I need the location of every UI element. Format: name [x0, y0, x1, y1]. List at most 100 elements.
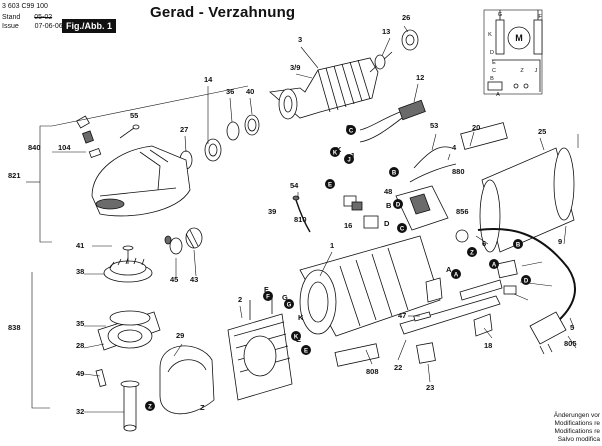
- stand-value: 05-02: [34, 14, 53, 21]
- schematic-label: C: [492, 68, 496, 74]
- letter-marker-label: K: [333, 151, 338, 157]
- part-number-label: 12: [416, 73, 424, 82]
- letter-marker-circle: [263, 291, 273, 301]
- part-number-label: 3: [298, 35, 302, 44]
- letter-marker-circle: [301, 345, 311, 355]
- part-number-label: 54: [290, 181, 299, 190]
- part-number-label: G: [282, 293, 288, 302]
- part-number-label: 45: [170, 275, 178, 284]
- part-number-label: 810: [294, 215, 307, 224]
- letter-marker-label: J: [347, 158, 350, 164]
- part-number-label: 14: [204, 75, 213, 84]
- part-number-label: 3/9: [290, 63, 300, 72]
- part-number-label: 18: [484, 341, 492, 350]
- spindle-32-drawing: [95, 369, 140, 432]
- armature-drawing: [269, 51, 393, 120]
- bearing-flange-28-drawing: [97, 310, 161, 351]
- letter-marker-circle: [467, 247, 477, 257]
- letter-marker-label: F: [266, 295, 270, 301]
- part-number-label: 27: [180, 125, 188, 134]
- part-number-label: 838: [8, 323, 21, 332]
- part-number-label: 13: [382, 27, 390, 36]
- part-number-label: 40: [246, 87, 254, 96]
- letter-marker-label: C: [349, 129, 354, 135]
- part-number-label: Z: [200, 403, 205, 412]
- schematic-label: D: [490, 50, 494, 56]
- schematic-label: J: [535, 68, 538, 74]
- figure-label: Fig./Abb. 1: [62, 19, 116, 33]
- footer-line-2: Modifications re: [554, 420, 600, 427]
- letter-marker-circle: [145, 401, 155, 411]
- schematic-label: A: [496, 92, 500, 98]
- part-number-label: 2: [238, 295, 242, 304]
- screw-104-drawing: [76, 115, 140, 159]
- part-number-label: B: [386, 201, 392, 210]
- harness-53-drawing: [409, 146, 457, 183]
- brush-holder-right-drawing: [496, 259, 518, 295]
- part-number-label: 32: [76, 407, 84, 416]
- leader-lines: [26, 25, 579, 413]
- letter-marker-label: D: [396, 203, 401, 209]
- letter-marker-circle: [389, 167, 399, 177]
- part-number-label: 6: [482, 239, 486, 248]
- part-number-label: 5: [570, 323, 574, 332]
- part-number-label: 16: [344, 221, 352, 230]
- letter-marker-circle: [451, 269, 461, 279]
- part-number-label: 41: [76, 241, 84, 250]
- handle-25-drawing: [460, 122, 575, 253]
- part-number-label: 880: [452, 167, 465, 176]
- letter-marker-label: G: [287, 303, 292, 309]
- part-number-label: 26: [402, 13, 410, 22]
- part-number-label: 48: [384, 187, 392, 196]
- letter-marker-circle: [344, 154, 354, 164]
- schematic-label: G: [498, 12, 502, 18]
- part-number-label: 39: [268, 207, 276, 216]
- letter-marker-circle: [393, 199, 403, 209]
- suppressor-12-drawing: [359, 99, 426, 143]
- motor-schematic-drawing: [483, 9, 543, 95]
- letter-marker-circle: [513, 239, 523, 249]
- part-number-label: 22: [394, 363, 402, 372]
- stand-label: Stand: [2, 14, 21, 21]
- switch-880-drawing: [395, 185, 469, 243]
- letter-marker-label: E: [328, 183, 332, 189]
- part-number-label: 808: [366, 367, 379, 376]
- part-number-label: 43: [190, 275, 198, 284]
- gear-housing-drawing: [91, 145, 191, 217]
- part-number-label: 4: [452, 143, 457, 152]
- small-parts-drawing: [413, 277, 493, 364]
- letter-marker-label: D: [524, 279, 529, 285]
- letter-marker-label: B: [516, 243, 521, 249]
- schematic-label: K: [488, 32, 492, 38]
- pinion-45-drawing: [164, 227, 203, 255]
- issue-value: 07-06-06: [34, 23, 63, 30]
- bearing-26-drawing: [401, 29, 419, 51]
- footer-line-1: Änderungen vor: [553, 412, 600, 419]
- letter-marker-label: K: [294, 335, 299, 341]
- part-number-label: 29: [176, 331, 184, 340]
- letter-marker-circle: [397, 223, 407, 233]
- brush-holder-left-drawing: [343, 195, 379, 229]
- part-number-label: 20: [472, 123, 480, 132]
- part-number-label: D: [384, 219, 390, 228]
- part-number-label: 805: [564, 339, 577, 348]
- part-number-label: 47: [398, 311, 406, 320]
- part-number-label: 9: [558, 237, 562, 246]
- footer-line-3: Modifications re: [554, 428, 600, 435]
- part-number-label: 28: [76, 341, 84, 350]
- motor-housing-1-drawing: [299, 235, 441, 337]
- part-number-label: 36: [226, 87, 234, 96]
- part-number-label: 49: [76, 369, 84, 378]
- cover-22-drawing: [334, 279, 503, 367]
- doc-number: 3 603 C99 100: [2, 3, 48, 10]
- schematic-label: F: [538, 14, 542, 20]
- part-number-label: 23: [426, 383, 434, 392]
- letter-marker-label: Z: [470, 251, 474, 257]
- cable-5-drawing: [477, 227, 576, 355]
- letter-marker-label: B: [392, 171, 397, 177]
- part-number-label: F: [264, 285, 269, 294]
- letter-marker-label: Z: [148, 405, 152, 411]
